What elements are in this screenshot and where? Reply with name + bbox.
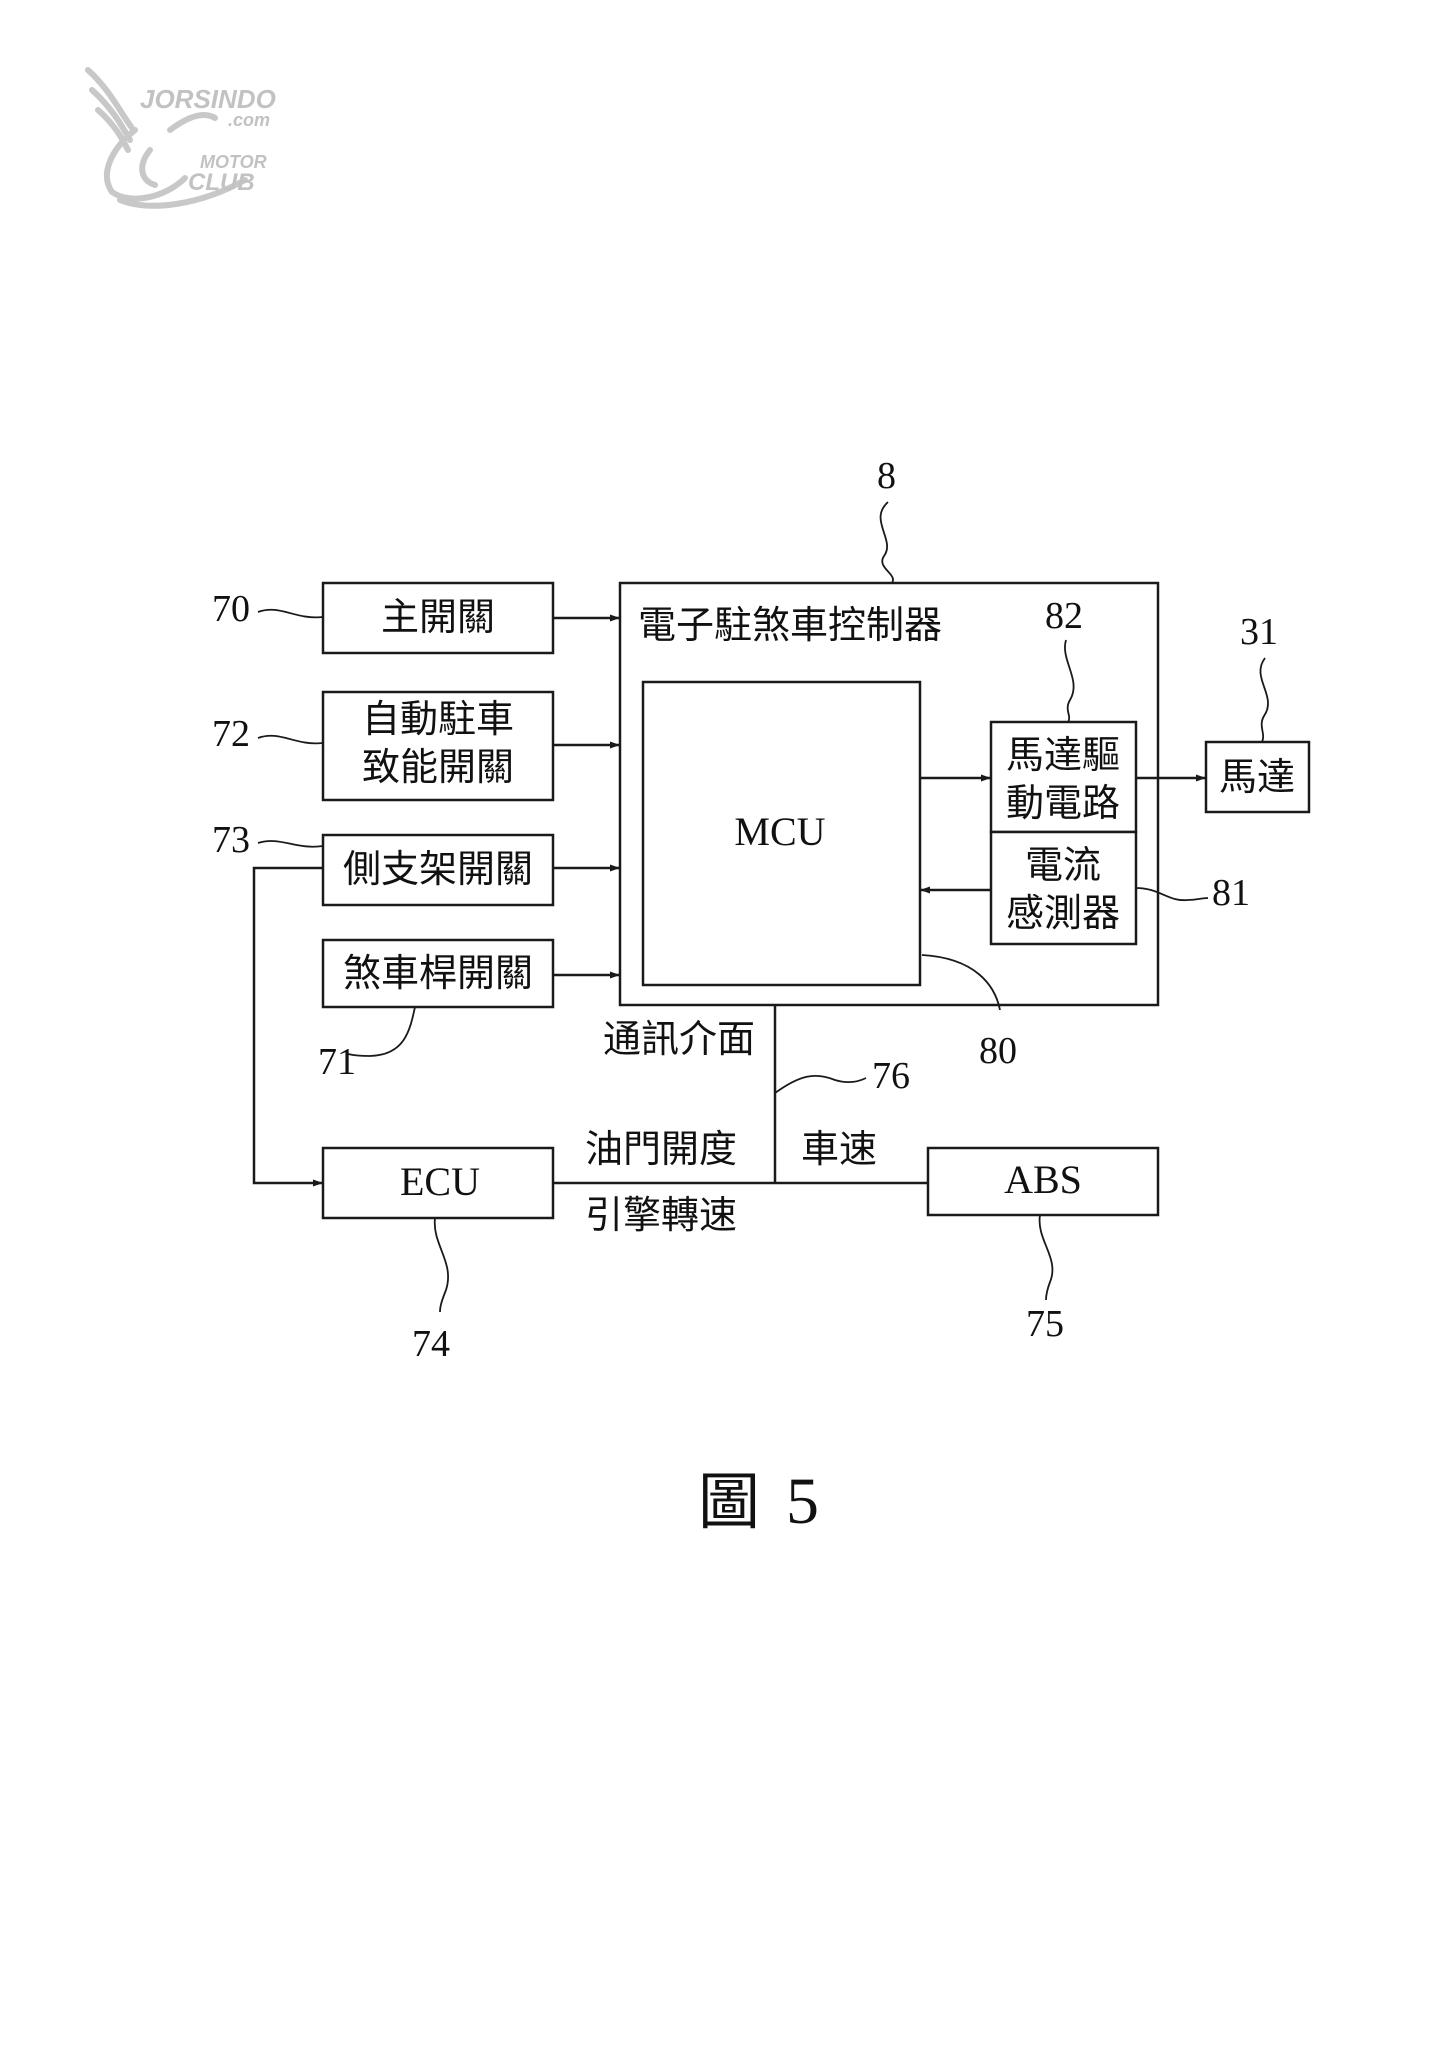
side-stand-switch-box: [321, 833, 555, 907]
motor-driver-ref: 82: [1045, 595, 1083, 637]
main-switch-box: [321, 581, 555, 655]
ecu-label: ECU: [400, 1159, 480, 1204]
bus-leader: [774, 1074, 867, 1094]
abs-leader: [1038, 1214, 1054, 1301]
mcu-ref: 80: [979, 1030, 1017, 1072]
watermark-domain: .com: [228, 110, 270, 130]
ecu-ref: 74: [412, 1323, 450, 1365]
mcu-label: MCU: [734, 809, 825, 854]
current-sensor-leader: [1135, 887, 1209, 901]
vehicle-speed-label: 車速: [801, 1127, 877, 1171]
bus-ref: 76: [872, 1055, 910, 1097]
brake-lever-switch-ref: 71: [318, 1041, 356, 1083]
mcu-box: [641, 680, 922, 987]
motor-driver-line1: 馬達驅: [1006, 733, 1120, 777]
comm-interface-label: 通訊介面: [603, 1017, 755, 1061]
figure-caption-number: 5: [786, 1465, 819, 1538]
main-switch-leader: [257, 608, 324, 619]
watermark-line1: MOTOR: [200, 152, 267, 172]
engine-rpm-label: 引擎轉速: [585, 1193, 737, 1237]
ecu-leader: [433, 1217, 449, 1313]
motor-box: [1204, 740, 1311, 814]
watermark-brand: JORSINDO: [140, 84, 276, 114]
current-sensor-ref: 81: [1212, 872, 1250, 914]
wing-swirl-icon: [85, 67, 248, 209]
main-switch-label: 主開關: [381, 595, 495, 639]
controller-ref: 8: [877, 455, 896, 497]
motor-driver-line2: 動電路: [1006, 781, 1120, 825]
auto-park-switch-line1: 自動駐車: [362, 697, 514, 741]
motor-ref: 31: [1240, 611, 1278, 653]
motor-driver-leader: [1064, 639, 1075, 723]
current-sensor-line2: 感測器: [1006, 891, 1120, 935]
brake-lever-switch-box: [321, 938, 555, 1009]
watermark-logo: JORSINDO .com MOTOR CLUB: [85, 67, 276, 209]
auto-park-switch-line2: 致能開關: [362, 745, 514, 789]
watermark-line2: CLUB: [188, 169, 255, 196]
motor-leader: [1259, 657, 1269, 743]
controller-label: 電子駐煞車控制器: [638, 603, 942, 647]
figure-caption-prefix: 圖: [698, 1465, 760, 1538]
side-stand-to-ecu-wire: [252, 866, 323, 1187]
mcu-leader: [921, 954, 1001, 1011]
auto-park-switch-box: [321, 690, 555, 802]
current-sensor-line1: 電流: [1025, 843, 1101, 887]
throttle-label: 油門開度: [585, 1127, 737, 1171]
abs-box: [926, 1146, 1160, 1217]
controller-leader: [879, 501, 894, 584]
side-stand-switch-label: 側支架開關: [343, 847, 533, 891]
side-stand-switch-leader: [257, 840, 324, 848]
brake-lever-switch-leader: [347, 1006, 416, 1057]
auto-park-switch-leader: [257, 734, 324, 745]
abs-ref: 75: [1026, 1303, 1064, 1345]
motor-label: 馬達: [1219, 755, 1295, 799]
auto-park-switch-ref: 72: [212, 713, 250, 755]
main-switch-ref: 70: [212, 588, 250, 630]
abs-label: ABS: [1004, 1157, 1082, 1202]
brake-lever-switch-label: 煞車桿開關: [343, 951, 533, 995]
side-stand-switch-ref: 73: [212, 819, 250, 861]
